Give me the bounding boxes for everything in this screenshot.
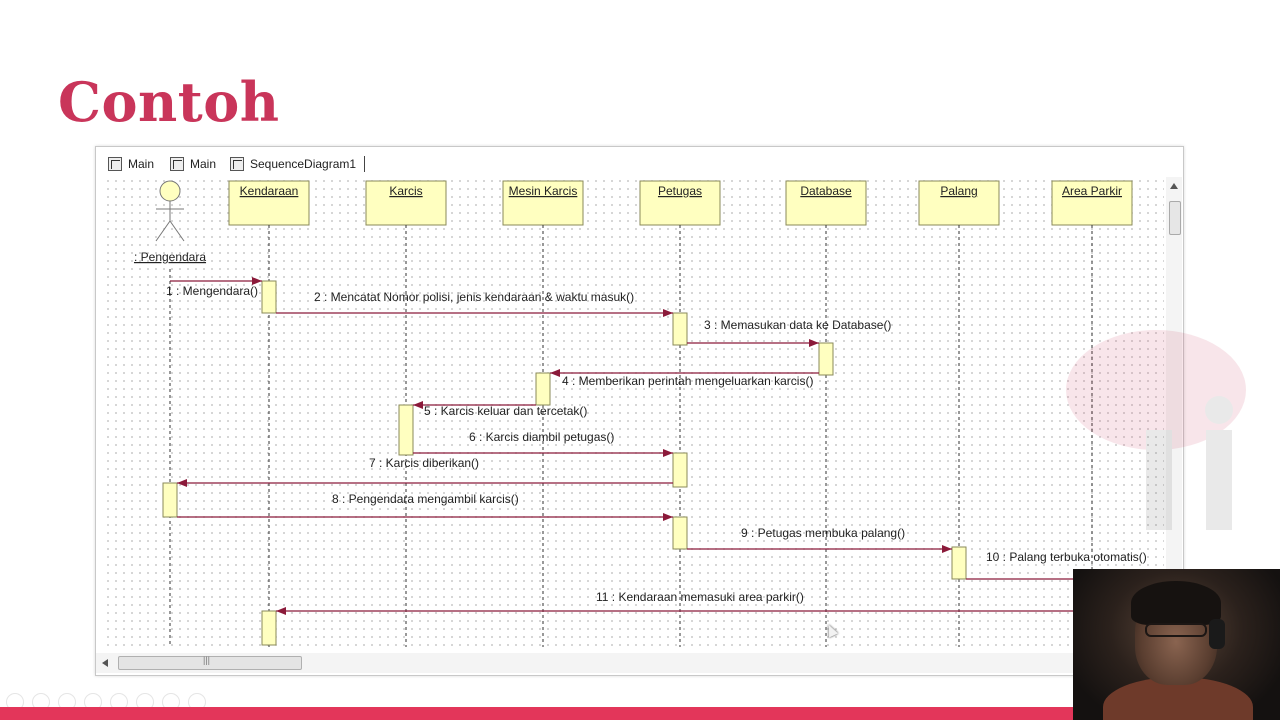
diagram-editor-window: Main Main SequenceDiagram1 : Pengendara K… [95,146,1184,676]
tab-main-2[interactable]: Main [170,155,216,173]
message-arrow-head-icon [276,607,286,615]
actor-leg-left [155,220,171,242]
message-label: 5 : Karcis keluar dan tercetak() [424,404,587,418]
lifeline-label: Kendaraan [240,184,299,198]
activation-box [818,342,834,376]
activation-box [261,610,277,646]
lifeline-label: Karcis [389,184,422,198]
message-label: 1 : Mengendara() [166,284,258,298]
lifeline-box [365,180,447,226]
message-label: 6 : Karcis diambil petugas() [469,430,614,444]
class-diagram-icon [108,157,122,171]
message-label: 2 : Mencatat Nomor polisi, jenis kendara… [314,290,634,304]
lifeline-label: Mesin Karcis [509,184,578,198]
webcam-overlay [1073,569,1280,720]
class-diagram-icon [170,157,184,171]
lifeline-label: Area Parkir [1062,184,1122,198]
message-label: 10 : Palang terbuka otomatis() [986,550,1147,564]
activation-box [951,546,967,580]
message-label: 3 : Memasukan data ke Database() [704,318,891,332]
diagram-tab-bar: Main Main SequenceDiagram1 [96,147,1183,177]
slide-bottom-bar [0,707,1280,720]
tab-sequence-diagram[interactable]: SequenceDiagram1 [230,155,366,173]
activation-box [672,312,688,346]
activation-box [672,516,688,550]
lifeline-label: : Pengendara [134,250,206,264]
actor-head-icon [159,180,181,202]
message-arrow-head-icon [413,401,423,409]
message-label: 9 : Petugas membuka palang() [741,526,905,540]
activation-box [398,404,414,456]
scroll-up-arrow-icon[interactable] [1170,183,1178,189]
tab-label: SequenceDiagram1 [250,157,357,171]
sequence-diagram: : Pengendara Kendaraan Karcis Mesin Karcis P… [134,180,1164,647]
message-arrow-head-icon [942,545,952,553]
tab-label: Main [190,157,217,171]
tab-label: Main [128,157,155,171]
activation-box [672,452,688,488]
diagram-canvas[interactable]: : Pengendara Kendaraan Karcis Mesin Karcis P… [104,177,1164,649]
vertical-scrollbar[interactable] [1166,177,1182,649]
lifeline-box [502,180,584,226]
vertical-scroll-thumb[interactable] [1169,201,1181,235]
slide-title: Contoh [58,70,280,134]
message-arrow-head-icon [809,339,819,347]
horizontal-scrollbar[interactable] [96,653,1183,673]
message-label: 4 : Memberikan perintah mengeluarkan kar… [562,374,813,388]
scroll-left-arrow-icon[interactable] [102,659,108,667]
activation-box [162,482,178,518]
message-label: 8 : Pengendara mengambil karcis() [332,492,519,506]
message-arrow-head-icon [252,277,262,285]
message-arrow-head-icon [550,369,560,377]
headset-icon [1209,619,1225,649]
horizontal-scroll-thumb[interactable] [118,655,302,670]
lifeline-label: Palang [940,184,977,198]
tab-caret [364,156,366,172]
presenter-hair [1131,581,1221,625]
lifeline-box [639,180,721,226]
presenter-glasses [1145,623,1207,637]
actor-leg-right [169,220,185,242]
message-arrow-head-icon [663,449,673,457]
lifeline-label: Database [800,184,852,198]
message-arrow-head-icon [177,479,187,487]
lifeline-box [785,180,867,226]
activation-box [535,372,551,406]
lifeline-box [1051,180,1133,226]
sequence-diagram-icon [230,157,244,171]
activation-box [261,280,277,314]
tab-main-1[interactable]: Main [108,155,154,173]
message-label: 11 : Kendaraan memasuki area parkir() [596,590,804,604]
message-arrow-head-icon [663,309,673,317]
lifeline-label: Petugas [658,184,702,198]
message-arrow-head-icon [663,513,673,521]
message-label: 7 : Karcis diberikan() [369,456,479,470]
lifeline-box [228,180,310,226]
